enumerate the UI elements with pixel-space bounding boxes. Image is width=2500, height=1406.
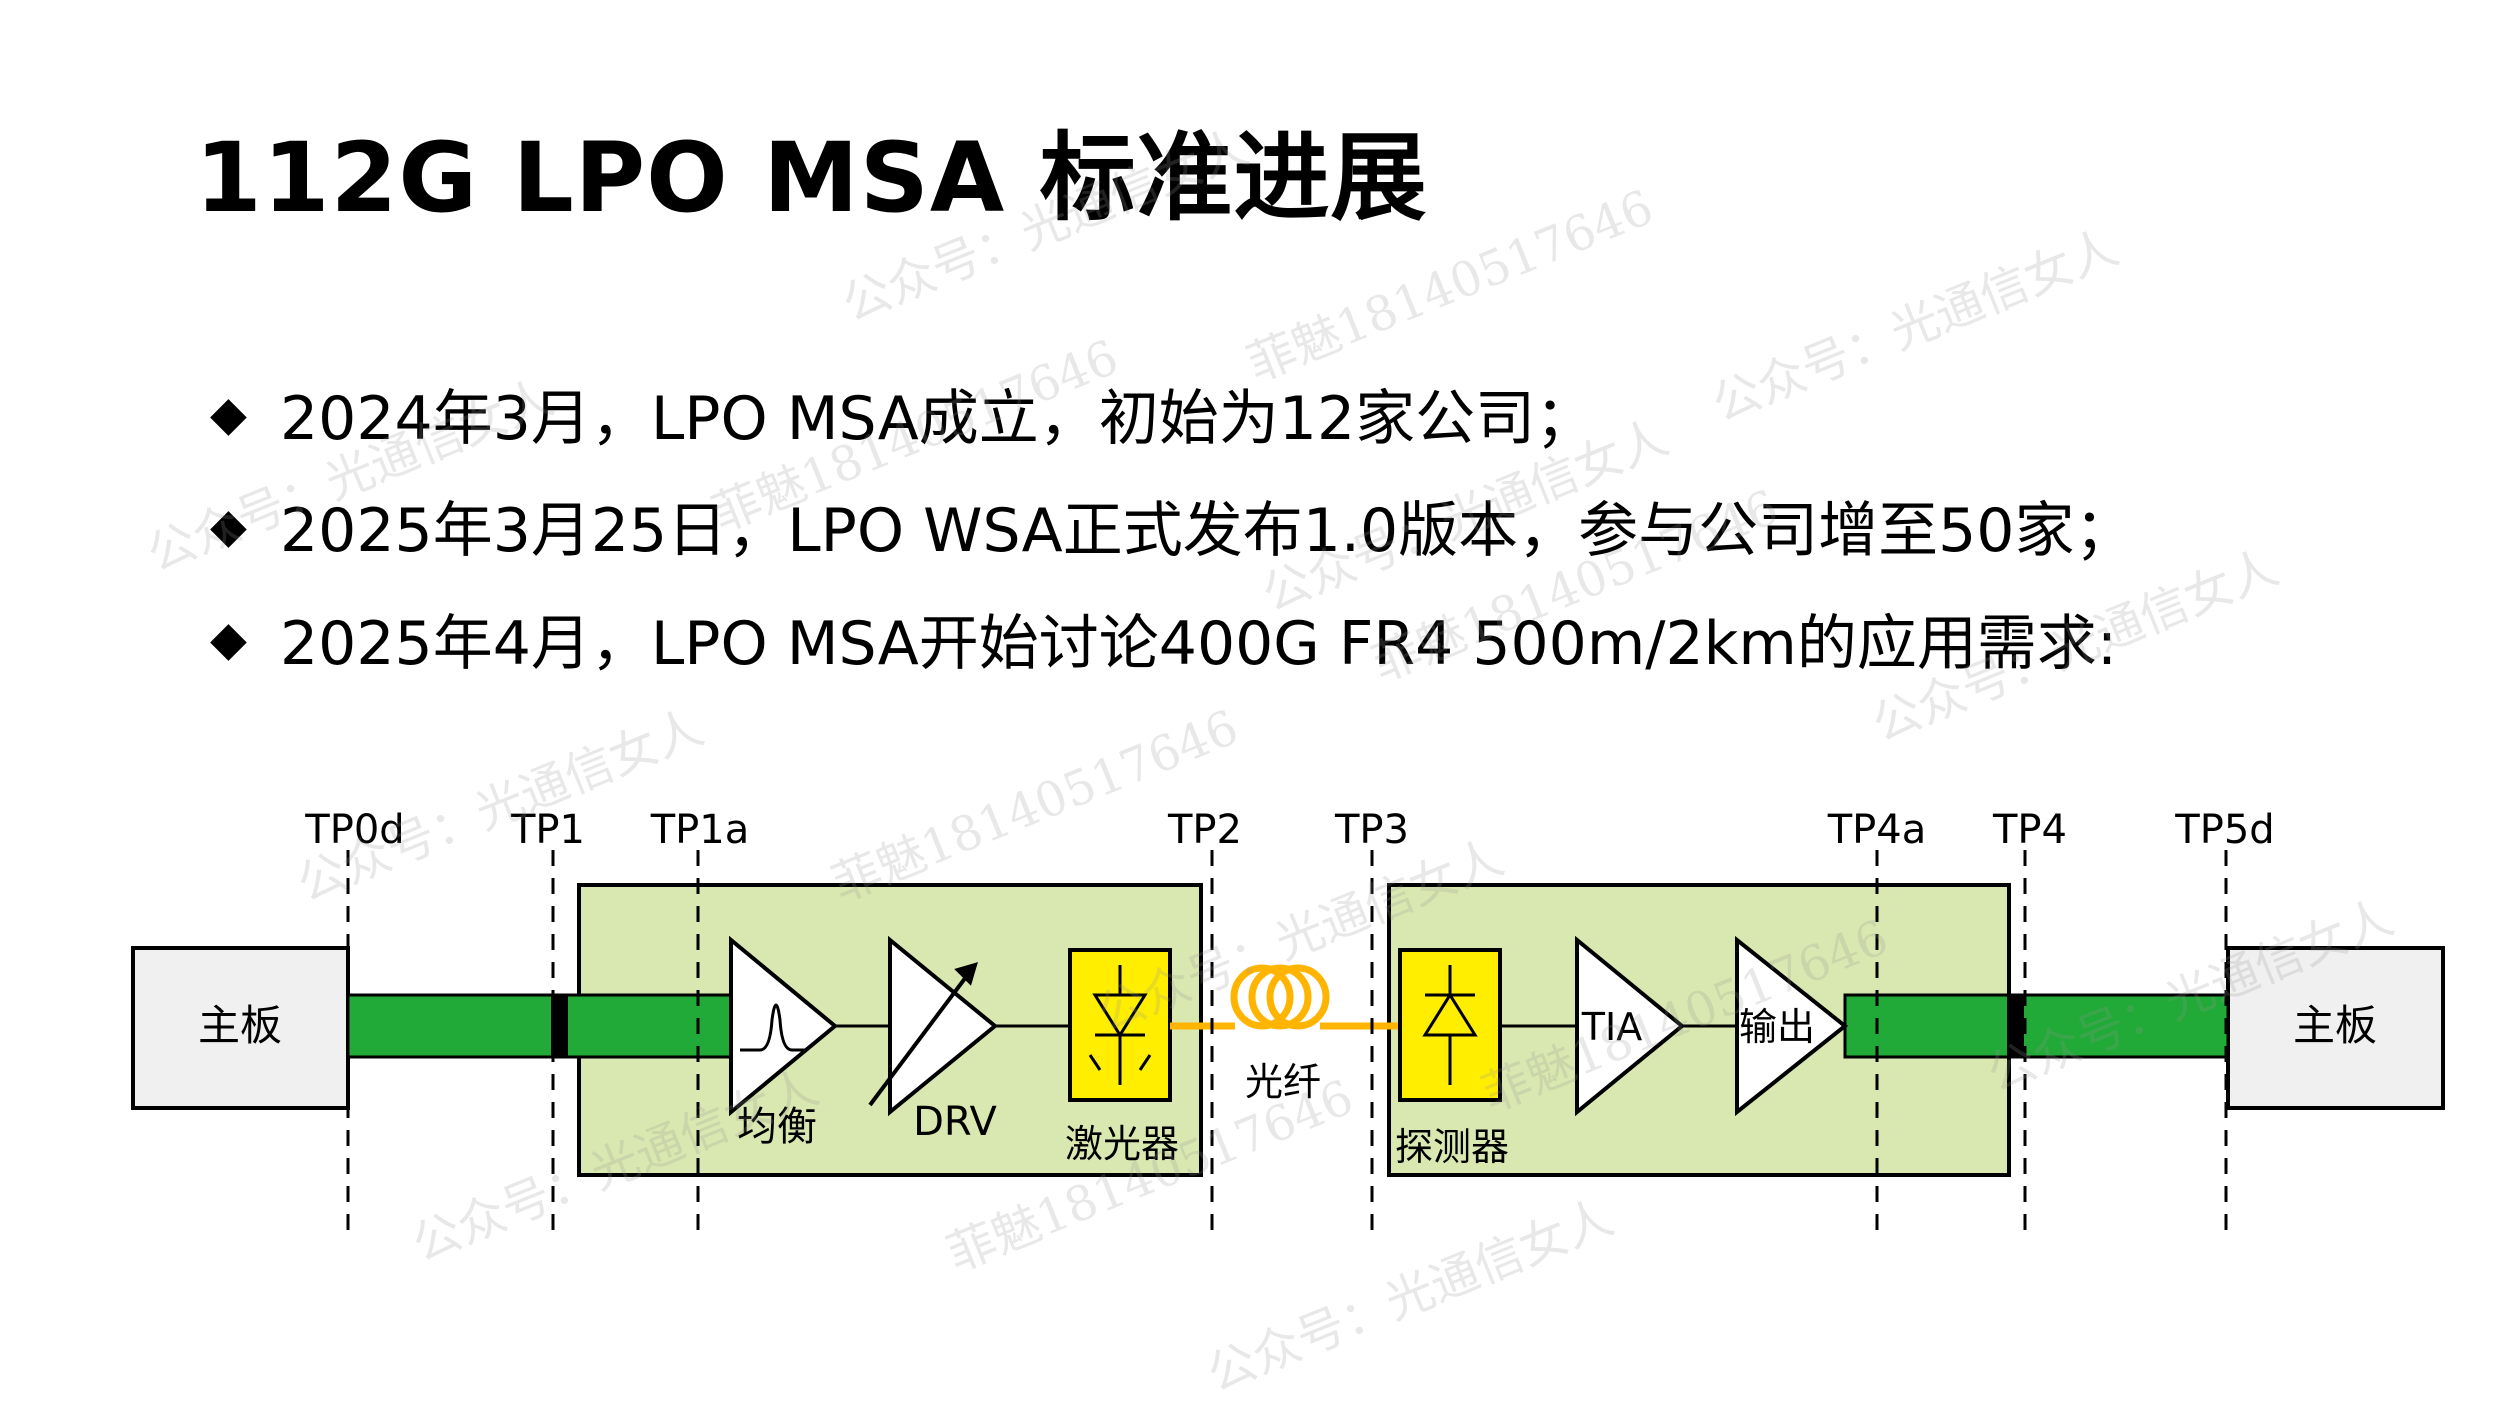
page-title: 112G LPO MSA 标准进展	[195, 122, 1428, 234]
equalizer-amp	[729, 935, 839, 1117]
bullet-text: 2025年4月，LPO MSA开始讨论400G FR4 500m/2km的应用需…	[280, 609, 2118, 679]
host-left-label: 主板	[198, 1001, 282, 1050]
lpo-link-diagram: 主板 主板 均衡 DRV 激光器 光纤 探测器 TIA 输出	[131, 807, 2445, 1230]
bullet-item: ◆ 2024年3月，LPO MSA成立，初始为12家公司；	[210, 370, 1595, 457]
bullet-text: 2024年3月，LPO MSA成立，初始为12家公司；	[280, 384, 1596, 454]
tp-label-tp4: TP4	[1992, 807, 2067, 853]
fiber-coil	[1230, 964, 1294, 1030]
laser-label: 激光器	[1065, 1122, 1179, 1166]
connector-left	[551, 995, 568, 1057]
watermark: 公众号：光通信女人	[1704, 219, 2127, 434]
tp-label-tp5d: TP5d	[2174, 807, 2274, 853]
tia-amp	[1575, 935, 1686, 1117]
eq-peak-icon	[740, 1003, 805, 1052]
diamond-bullet-icon: ◆	[210, 497, 247, 554]
eq-label: 均衡	[737, 1104, 817, 1150]
bullet-item: ◆ 2025年4月，LPO MSA开始讨论400G FR4 500m/2km的应…	[210, 595, 2117, 682]
tp-label-tp0d: TP0d	[304, 807, 404, 853]
diamond-bullet-icon: ◆	[210, 610, 247, 667]
detector-label: 探测器	[1395, 1125, 1509, 1169]
tp-label-tp4a: TP4a	[1827, 807, 1927, 853]
variable-gain-arrow-icon	[954, 962, 978, 986]
test-points: TP0d TP1 TP1a TP2 TP3 TP4a TP4 TP5d	[304, 807, 2275, 1230]
bullet-text: 2025年3月25日，LPO WSA正式发布1.0版本，参与公司增至50家；	[280, 496, 2135, 566]
tp-label-tp1a: TP1a	[650, 807, 750, 853]
host-board-right	[2226, 946, 2445, 1110]
diode-icon	[1092, 993, 1148, 1038]
electrical-trace-left	[346, 993, 735, 1059]
fiber-label: 光纤	[1245, 1060, 1321, 1104]
diamond-bullet-icon: ◆	[210, 385, 247, 442]
tp-label-tp3: TP3	[1334, 807, 1409, 853]
connector-right	[2007, 995, 2024, 1057]
drv-label: DRV	[913, 1099, 997, 1145]
bullet-item: ◆ 2025年3月25日，LPO WSA正式发布1.0版本，参与公司增至50家；	[210, 482, 2134, 569]
tp-label-tp2: TP2	[1167, 807, 1242, 853]
tp-label-tp1: TP1	[510, 807, 585, 853]
tia-label: TIA	[1581, 1005, 1642, 1049]
electrical-trace-right	[1843, 993, 2230, 1059]
driver-amp	[888, 935, 999, 1117]
output-amp	[1735, 935, 1849, 1117]
host-right-label: 主板	[2293, 1001, 2377, 1050]
output-label: 输出	[1739, 1005, 1815, 1049]
